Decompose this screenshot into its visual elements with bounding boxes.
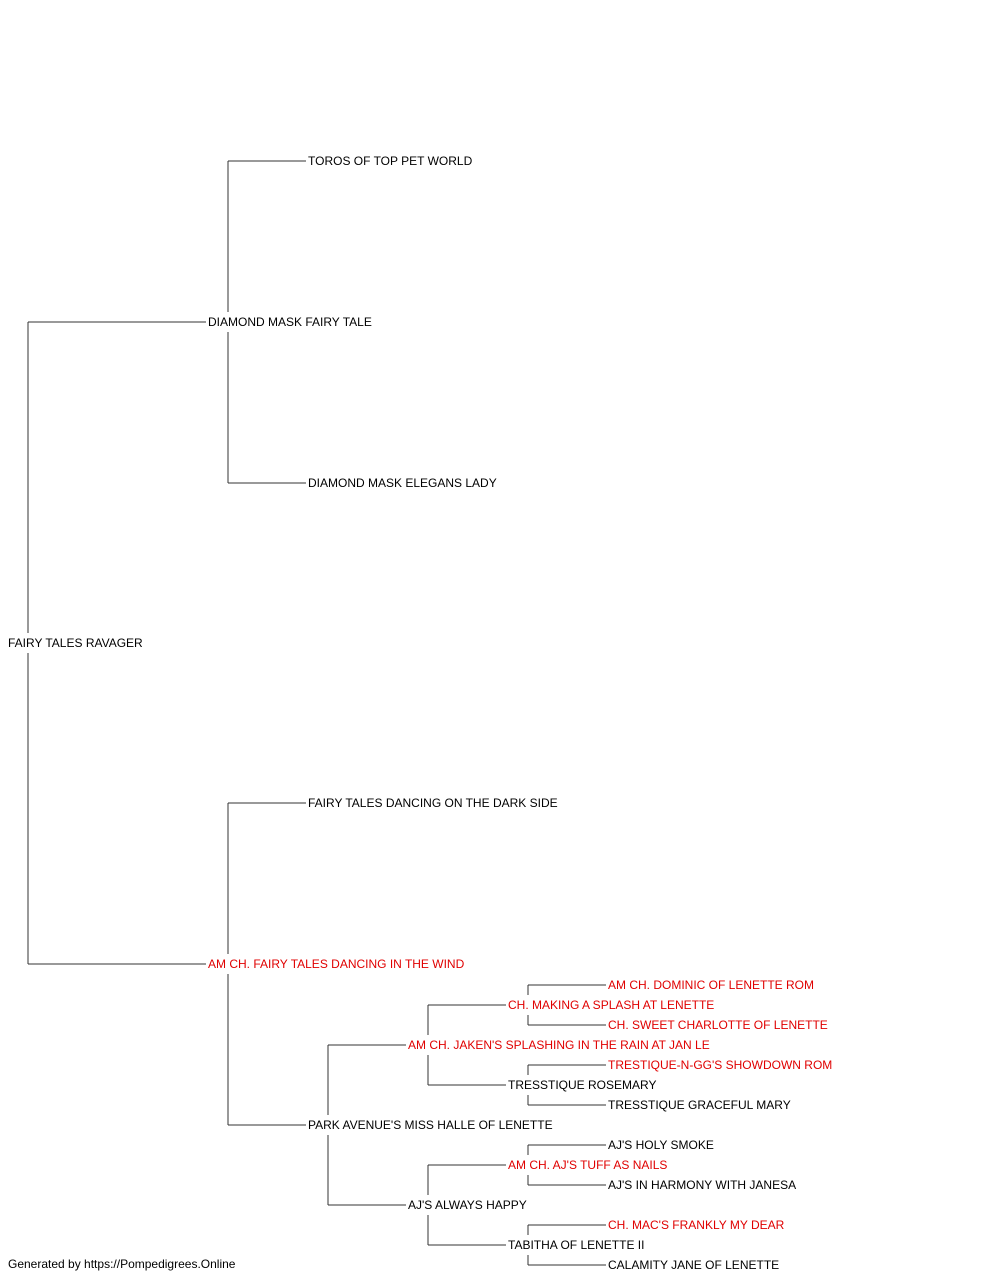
dog-name-root-s[interactable]: DIAMOND MASK FAIRY TALE [208,315,372,329]
dog-name-root-d-d-d[interactable]: AJ'S ALWAYS HAPPY [408,1198,527,1212]
dog-name-root-d-d-d-d-s[interactable]: CH. MAC'S FRANKLY MY DEAR [608,1218,785,1232]
dog-name-root-d-d-s-d[interactable]: TRESSTIQUE ROSEMARY [508,1078,656,1092]
dog-name-root-d-d-d-s-s[interactable]: AJ'S HOLY SMOKE [608,1138,714,1152]
dog-name-root-d-d-d-d[interactable]: TABITHA OF LENETTE II [508,1238,644,1252]
dog-name-root[interactable]: FAIRY TALES RAVAGER [8,636,143,650]
dog-name-root-d-d-d-d-d[interactable]: CALAMITY JANE OF LENETTE [608,1258,779,1272]
dog-name-root-d-d-s[interactable]: AM CH. JAKEN'S SPLASHING IN THE RAIN AT … [408,1038,710,1052]
dog-name-root-d-s[interactable]: FAIRY TALES DANCING ON THE DARK SIDE [308,796,558,810]
dog-name-root-d-d-d-s-d[interactable]: AJ'S IN HARMONY WITH JANESA [608,1178,796,1192]
dog-name-root-d[interactable]: AM CH. FAIRY TALES DANCING IN THE WIND [208,957,465,971]
dog-name-root-d-d-s-s-d[interactable]: CH. SWEET CHARLOTTE OF LENETTE [608,1018,828,1032]
dog-name-root-d-d-s-s-s[interactable]: AM CH. DOMINIC OF LENETTE ROM [608,978,814,992]
dog-name-root-s-d[interactable]: DIAMOND MASK ELEGANS LADY [308,476,497,490]
dog-name-root-d-d-s-d-d[interactable]: TRESSTIQUE GRACEFUL MARY [608,1098,791,1112]
dog-name-root-d-d-s-d-s[interactable]: TRESTIQUE-N-GG'S SHOWDOWN ROM [608,1058,832,1072]
footer-credit: Generated by https://Pompedigrees.Online [8,1257,236,1271]
dog-name-root-d-d[interactable]: PARK AVENUE'S MISS HALLE OF LENETTE [308,1118,553,1132]
dog-name-root-d-d-s-s[interactable]: CH. MAKING A SPLASH AT LENETTE [508,998,714,1012]
dog-name-root-d-d-d-s[interactable]: AM CH. AJ'S TUFF AS NAILS [508,1158,667,1172]
dog-name-root-s-s[interactable]: TOROS OF TOP PET WORLD [308,154,473,168]
